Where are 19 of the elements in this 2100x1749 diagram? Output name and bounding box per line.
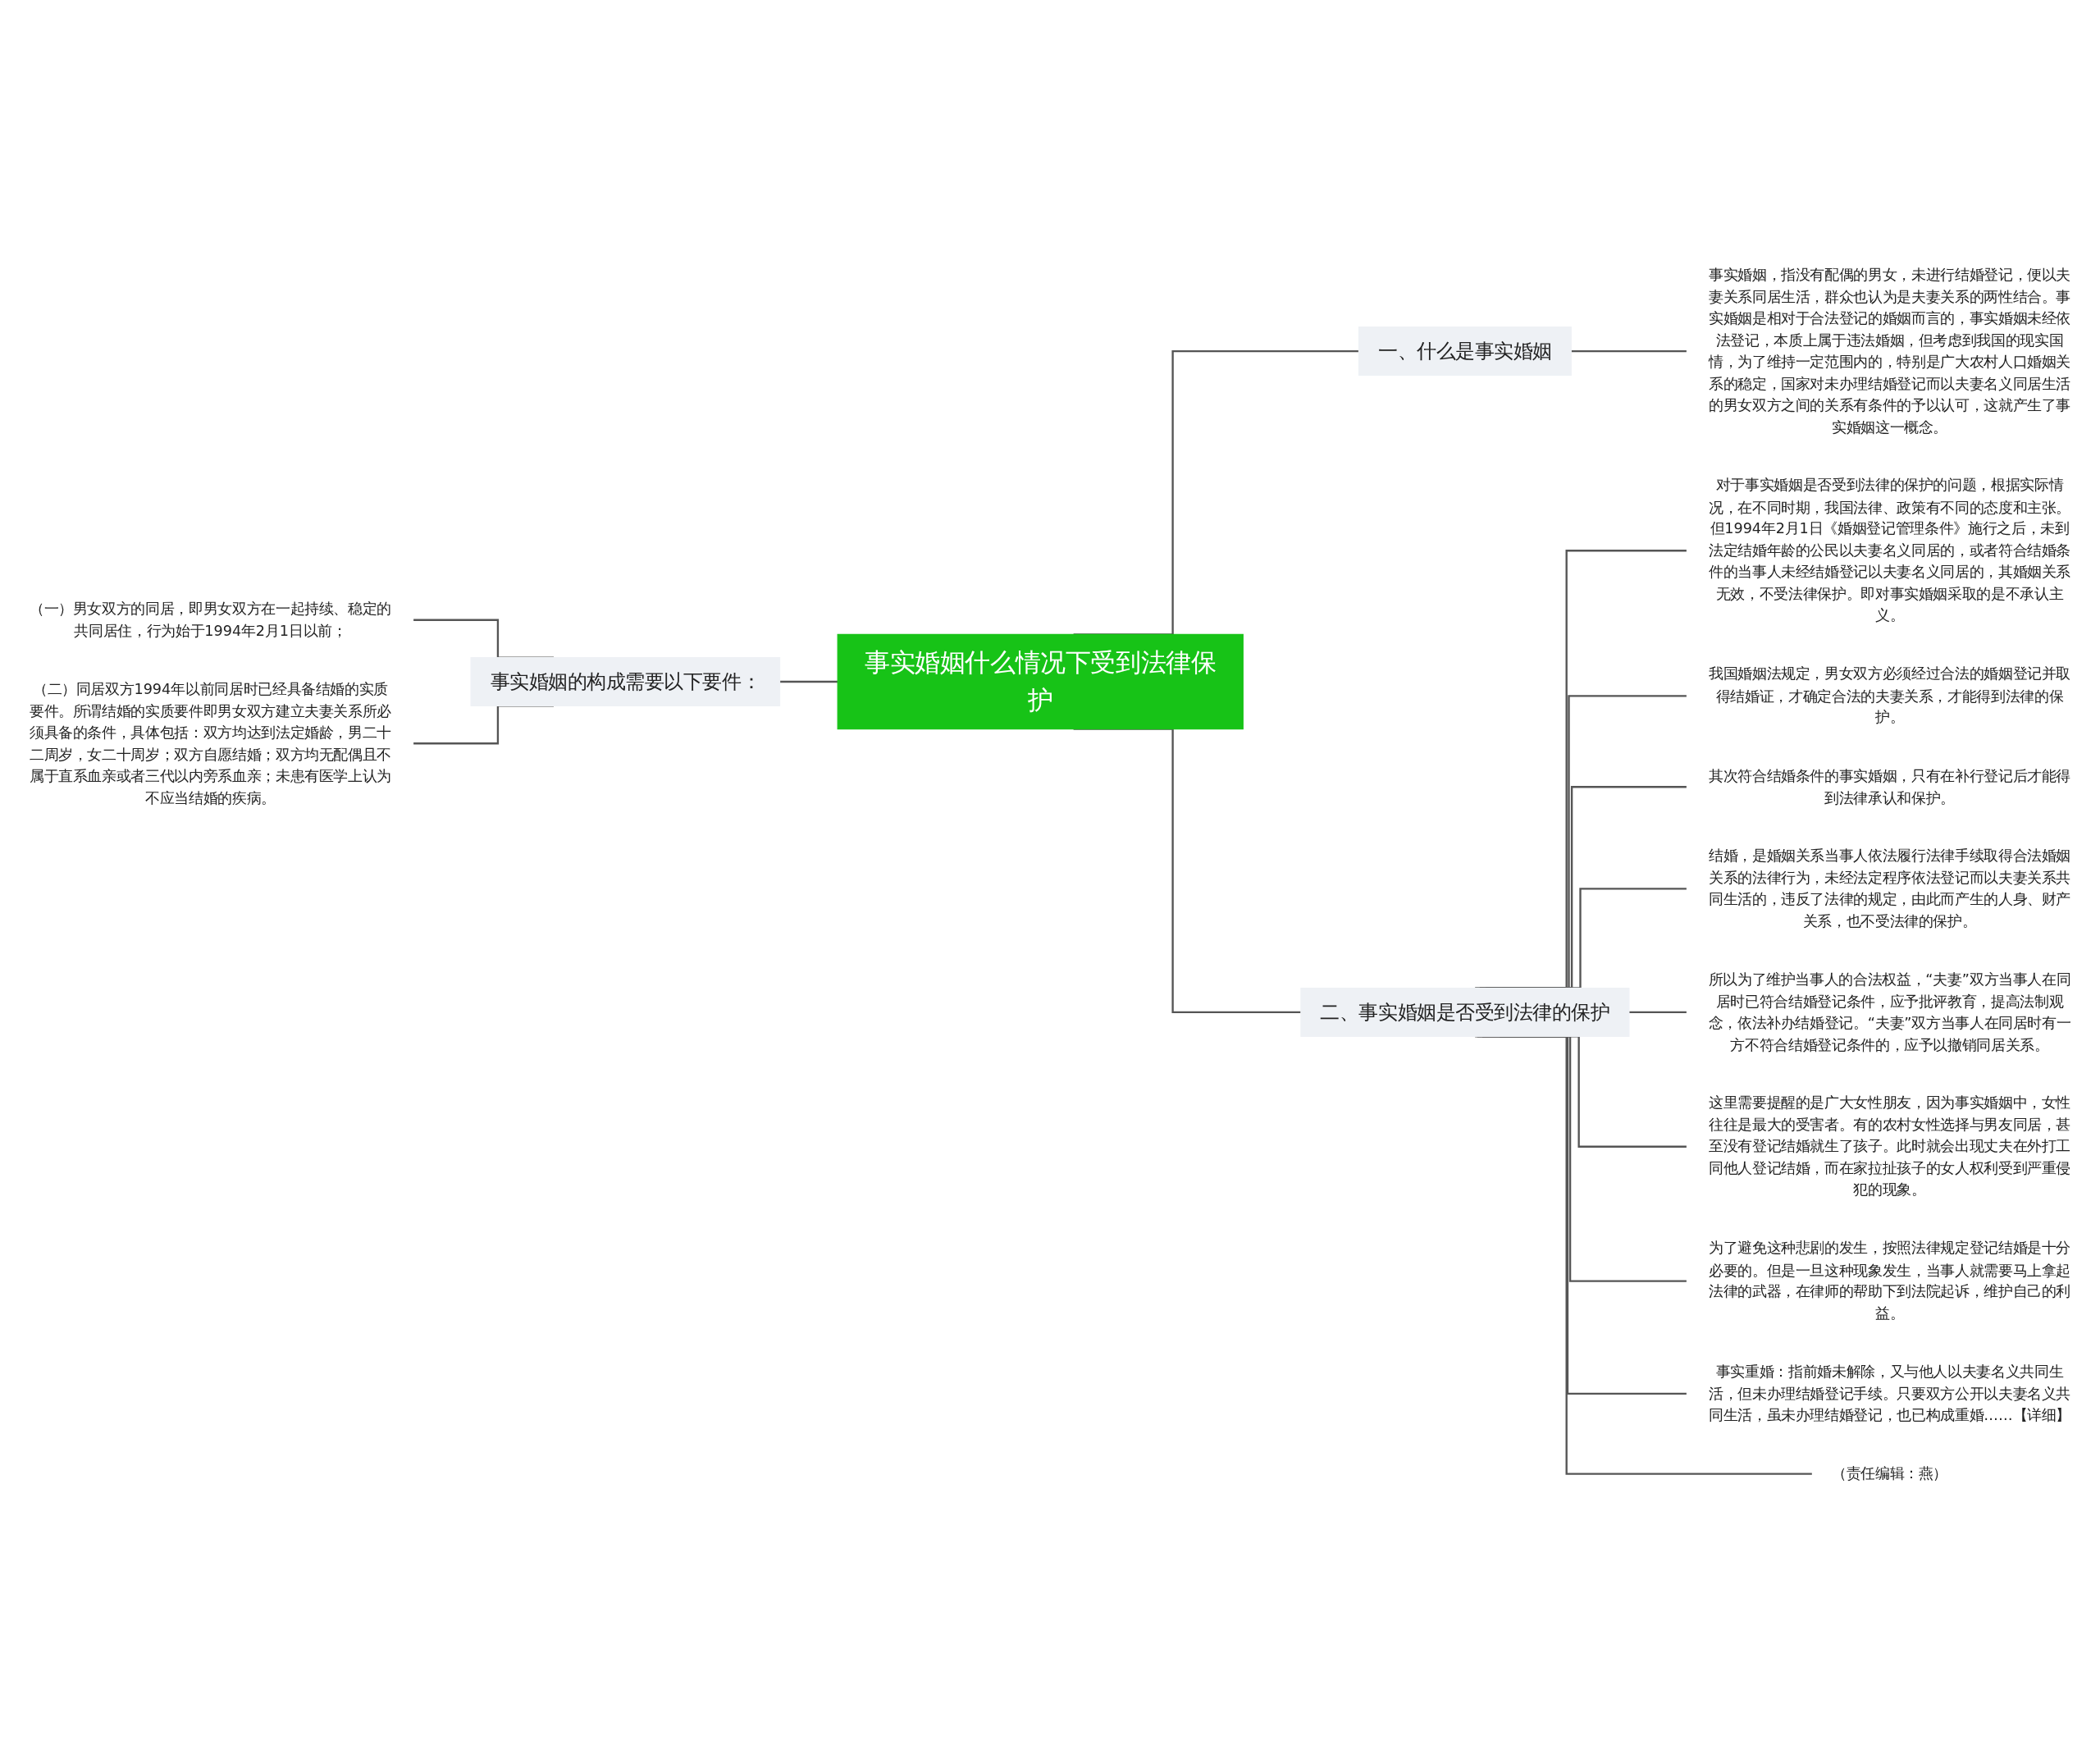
- node-text: 事实重婚：指前婚未解除，又与他人以夫妻名义共同生活，但未办理结婚登记手续。只要双方公开以夫妻名义共同生活，虽未办理结婚登记，也已构成重婚……【详细】: [1708, 1363, 2071, 1424]
- node-text: 为了避免这种悲剧的发生，按照法律规定登记结婚是十分必要的。但是一旦这种现象发生，当事人就需要马上拿起法律的武器，在律师的帮助下到法院起诉，维护自己的利益。: [1708, 1240, 2071, 1322]
- node-text: （责任编辑：燕）: [1831, 1464, 1948, 1482]
- node-text: 结婚，是婚姻关系当事人依法履行法律手续取得合法婚姻关系的法律行为，未经法定程序依法登记而以夫妻关系共同生活的，违反了法律的规定，由此而产生的人身、财产关系，也不受法律的保护。: [1708, 847, 2071, 930]
- connector: [779, 680, 838, 683]
- connector: [1628, 1011, 1687, 1014]
- node-text: 其次符合结婚条件的事实婚姻，只有在补行登记后才能得到法律承认和保护。: [1708, 767, 2071, 806]
- node-text: 事实婚姻，指没有配偶的男女，未进行结婚登记，便以夫妻关系同居生活，群众也认为是夫妻关系的两性结合。事实婚姻是相对于合法登记的婚姻而言的，事实婚姻未经依法登记，本质上属于违法婚姻，但考虑到我国的现实国情，为了维持一定范围内的，特别是广大农村人口婚姻关系的稳定，国家对未办理结婚登记而以夫妻名义同居生活的男女双方之间的关系有条件的予以认可，这就产生了事实婚姻这一概念。: [1708, 266, 2071, 436]
- node-text: （二）同居双方1994年以前同居时已经具备结婚的实质要件。所谓结婚的实质要件即男女双方建立夫妻关系所必须具备的条件，具体包括：双方均达到法定婚龄，男二十二周岁，女二十周岁；双方自愿结婚；双方均无配偶且不属于直系血亲或者三代以内旁系血亲；未患有医学上认为不应当结婚的疾病。: [29, 680, 392, 806]
- node-text: （一）男女双方的同居，即男女双方在一起持续、稳定的共同居住，行为始于1994年2月1日以前；: [29, 600, 392, 640]
- node-text: 我国婚姻法规定，男女双方必须经过合法的婚姻登记并取得结婚证，才确定合法的夫妻关系，才能得到法律的保护。: [1708, 665, 2071, 727]
- node-box: 二、事实婚姻是否受到法律的保护: [1300, 987, 1630, 1037]
- node-box: 事实婚姻什么情况下受到法律保护: [837, 633, 1244, 730]
- node-box: 一、什么是事实婚姻: [1358, 327, 1572, 377]
- node-box: 事实婚姻的构成需要以下要件：: [470, 657, 781, 706]
- node-text: 这里需要提醒的是广大女性朋友，因为事实婚姻中，女性往往是最大的受害者。有的农村女性选择与男友同居，甚至没有登记结婚就生了孩子。此时就会出现丈夫在外打工同他人登记结婚，而在家拉扯孩子的女人权利受到严重侵犯的现象。: [1708, 1094, 2071, 1199]
- node-text: 对于事实婚姻是否受到法律的保护的问题，根据实际情况，在不同时期，我国法律、政策有不同的态度和主张。但1994年2月1日《婚姻登记管理条件》施行之后，未到法定结婚年龄的公民以夫妻名义同居的，或者符合结婚条件的当事人未经结婚登记以夫妻名义同居的，其婚姻关系无效，不受法律保护。即对事实婚姻采取的是不承认主义。: [1708, 477, 2071, 624]
- connector: [1571, 349, 1687, 353]
- node-text: 所以为了维护当事人的合法权益，“夫妻”双方当事人在同居时已符合结婚登记条件，应予批评教育，提高法制观念，依法补办结婚登记。“夫妻”双方当事人在同居时有一方不符合结婚登记条件的，应予以撤销同居关系。: [1708, 970, 2071, 1053]
